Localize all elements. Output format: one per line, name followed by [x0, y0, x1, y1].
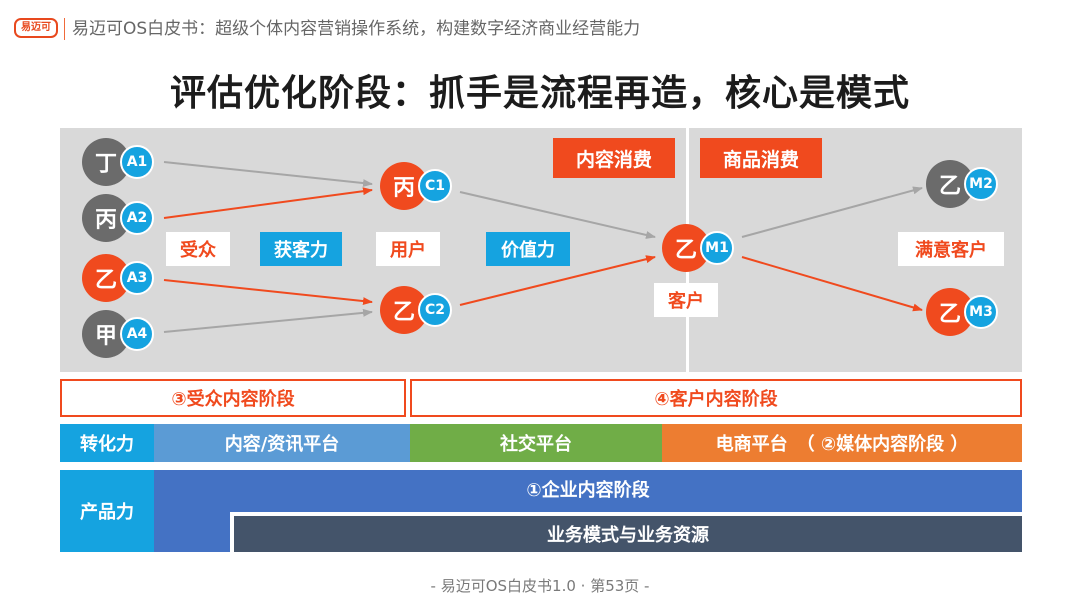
node-tag: A2	[120, 201, 154, 235]
conversion-label: 转化力	[60, 424, 154, 462]
arrow-a3-c2	[163, 279, 373, 306]
node-c1: 丙 C1	[380, 162, 452, 210]
arrow-m1-m2	[741, 186, 923, 238]
label-satisfied-customer: 满意客户	[898, 232, 1004, 266]
label-content-consumption: 内容消费	[553, 138, 675, 178]
node-m3: 乙 M3	[926, 288, 998, 336]
node-tag: A3	[120, 261, 154, 295]
label-acquisition-power: 获客力	[260, 232, 342, 266]
header-text: 易迈可OS白皮书：超级个体内容营销操作系统，构建数字经济商业经营能力	[72, 19, 641, 39]
page-footer: - 易迈可OS白皮书1.0 · 第53页 -	[430, 577, 650, 595]
segment-ecommerce-platform: 电商平台 （ ②媒体内容阶段 ）	[662, 424, 1022, 462]
arrow-a1-c1	[163, 161, 373, 188]
label-audience: 受众	[166, 232, 230, 266]
business-model-bar: 业务模式与业务资源	[230, 512, 1022, 552]
stage-audience-content: ③受众内容阶段	[60, 379, 406, 417]
arrow-c1-m1	[459, 191, 656, 239]
node-m2: 乙 M2	[926, 160, 998, 208]
node-tag: A4	[120, 317, 154, 351]
arrow-a4-c2	[163, 308, 373, 333]
arrow-m1-m3	[741, 256, 923, 312]
arrow-a2-c1	[163, 187, 373, 219]
node-circle: 乙	[662, 224, 710, 272]
node-a3: 乙 A3	[82, 254, 154, 302]
brand-logo: 易迈可	[14, 18, 58, 38]
arrow-c2-m1	[459, 255, 656, 306]
node-tag: C2	[418, 293, 452, 327]
node-tag: A1	[120, 145, 154, 179]
enterprise-content-label: ①企业内容阶段	[526, 480, 650, 501]
page-title: 评估优化阶段：抓手是流程再造，核心是模式	[169, 73, 910, 114]
node-tag: M3	[964, 295, 998, 329]
node-circle: 乙	[926, 160, 974, 208]
label-user: 用户	[376, 232, 440, 266]
label-goods-consumption: 商品消费	[700, 138, 822, 178]
node-tag: M2	[964, 167, 998, 201]
node-a4: 甲 A4	[82, 310, 154, 358]
header-divider	[64, 18, 65, 40]
node-circle: 乙	[926, 288, 974, 336]
label-value-power: 价值力	[486, 232, 570, 266]
stage-customer-content: ④客户内容阶段	[410, 379, 1022, 417]
node-tag: M1	[700, 231, 734, 265]
node-m1: 乙 M1	[662, 224, 734, 272]
node-tag: C1	[418, 169, 452, 203]
node-c2: 乙 C2	[380, 286, 452, 334]
node-a1: 丁 A1	[82, 138, 154, 186]
label-customer: 客户	[654, 283, 718, 317]
segment-content-platform: 内容/资讯平台	[154, 424, 410, 462]
product-label: 产品力	[60, 470, 154, 552]
segment-social-platform: 社交平台	[410, 424, 662, 462]
node-a2: 丙 A2	[82, 194, 154, 242]
